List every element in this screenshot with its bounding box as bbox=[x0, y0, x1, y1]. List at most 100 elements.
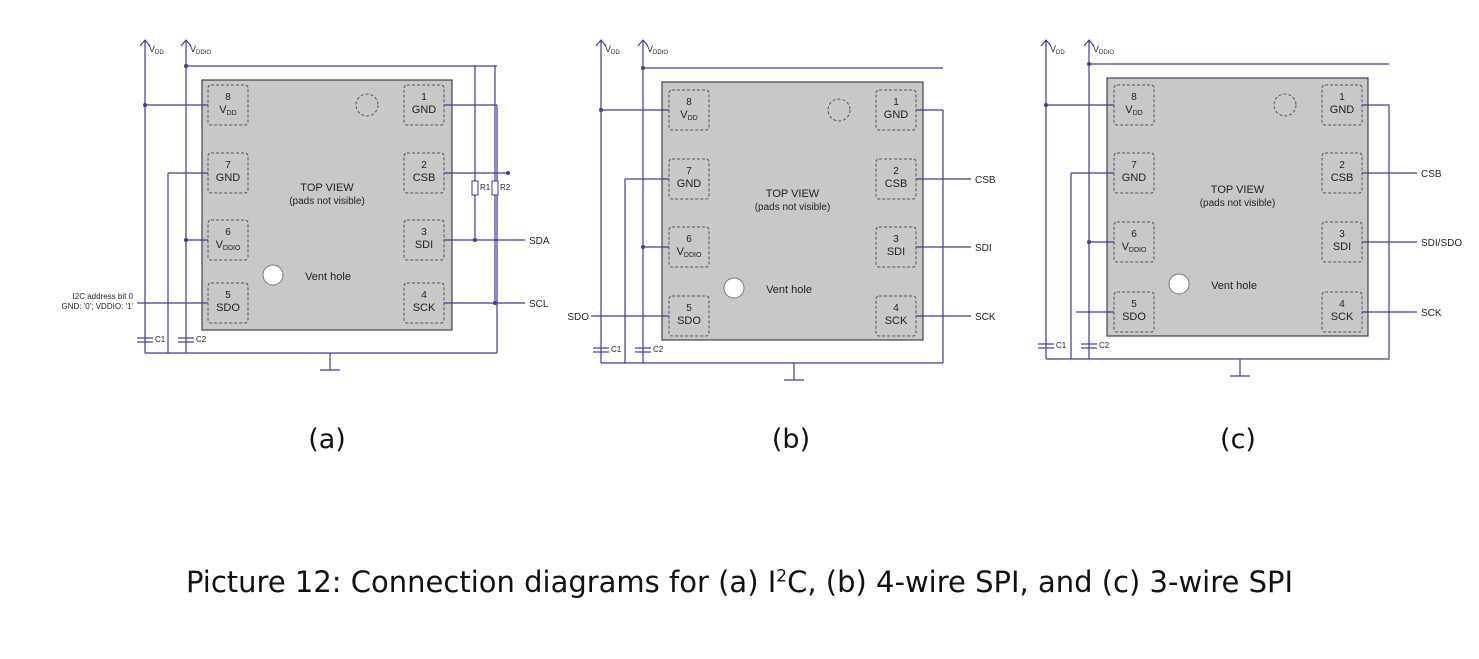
pad-number: 5 bbox=[1131, 299, 1137, 310]
vdd-arrow bbox=[1040, 39, 1052, 47]
vdd-arrow bbox=[595, 39, 607, 47]
pad-name: SCK bbox=[413, 302, 436, 314]
pad-name: GND bbox=[1122, 172, 1147, 184]
pad-name: SDO bbox=[1122, 311, 1146, 323]
pad-number: 5 bbox=[225, 290, 231, 301]
pad-name: SDI bbox=[415, 239, 433, 251]
junction-dot bbox=[473, 238, 477, 242]
resistor-label: R1 bbox=[480, 183, 491, 192]
vdd-rail-label: VDD bbox=[149, 44, 164, 56]
signal-label-csb: CSB bbox=[975, 175, 996, 186]
pad-name: VDD bbox=[1125, 104, 1142, 117]
top-view-label: TOP VIEW bbox=[766, 188, 820, 200]
pad-name: GND bbox=[677, 178, 702, 190]
junction-dot bbox=[1087, 62, 1091, 66]
vent-hole-circle bbox=[262, 264, 284, 286]
panel-label-a: (a) bbox=[308, 424, 346, 455]
pad-name: GND bbox=[216, 172, 241, 184]
pads-not-visible-label: (pads not visible) bbox=[1200, 198, 1276, 209]
pin1-marker bbox=[355, 93, 379, 117]
junction-dot bbox=[493, 301, 497, 305]
signal-label-sdi: SDI bbox=[975, 243, 992, 254]
resistor-body bbox=[471, 180, 479, 196]
pad-number: 3 bbox=[1339, 229, 1345, 240]
vddio-arrow bbox=[637, 39, 649, 47]
pin1-marker bbox=[1273, 93, 1297, 117]
pad-name: SDI bbox=[887, 246, 905, 258]
capacitor-label: C2 bbox=[196, 335, 207, 344]
vdd-rail-label: VDD bbox=[1050, 44, 1065, 56]
caption-suffix: C, (b) 4-wire SPI, and (c) 3-wire SPI bbox=[787, 565, 1294, 599]
pad-number: 1 bbox=[893, 97, 899, 108]
junction-dot bbox=[1044, 103, 1048, 107]
pad-number: 7 bbox=[686, 166, 692, 177]
vent-hole-label: Vent hole bbox=[1211, 280, 1257, 292]
pad-number: 7 bbox=[1131, 160, 1137, 171]
pads-not-visible-label: (pads not visible) bbox=[755, 202, 831, 213]
vddio-rail-label: VDDIO bbox=[1093, 44, 1114, 56]
pad-name: SCK bbox=[1331, 311, 1354, 323]
panel-label-c: (c) bbox=[1220, 424, 1256, 455]
pad-name: CSB bbox=[413, 172, 436, 184]
pad-number: 4 bbox=[1339, 299, 1345, 310]
pad-number: 2 bbox=[893, 166, 899, 177]
figure-caption: Picture 12: Connection diagrams for (a) … bbox=[0, 565, 1479, 599]
capacitor-label: C1 bbox=[611, 345, 622, 354]
pad-name: GND bbox=[884, 109, 909, 121]
pad-number: 3 bbox=[893, 234, 899, 245]
vddio-arrow bbox=[1083, 39, 1095, 47]
pad-number: 8 bbox=[1131, 92, 1137, 103]
pad-name: GND bbox=[1330, 104, 1355, 116]
address-note-line2: GND: '0'; VDDIO: '1' bbox=[62, 302, 134, 311]
junction-dot bbox=[143, 103, 147, 107]
pad-name: SDO bbox=[216, 302, 240, 314]
signal-label-sdo: SDO bbox=[567, 312, 589, 323]
pad-number: 5 bbox=[686, 303, 692, 314]
pad-name: VDDIO bbox=[1122, 241, 1147, 254]
signal-label-sck: SCK bbox=[975, 312, 996, 323]
vddio-rail-label: VDDIO bbox=[190, 44, 211, 56]
pad-name: SDO bbox=[677, 315, 701, 327]
resistor-body bbox=[491, 180, 499, 196]
capacitor-label: C1 bbox=[1056, 341, 1067, 350]
junction-dot bbox=[641, 66, 645, 70]
top-view-label: TOP VIEW bbox=[300, 182, 354, 194]
pad-name: VDD bbox=[680, 109, 697, 122]
chip-body bbox=[661, 81, 924, 341]
pad-name: VDDIO bbox=[216, 239, 241, 252]
vdd-arrow bbox=[139, 39, 151, 47]
pads-not-visible-label: (pads not visible) bbox=[289, 196, 365, 207]
junction-dot bbox=[184, 238, 188, 242]
signal-label-sdi: SDI/SDO bbox=[1421, 238, 1462, 249]
vent-hole-circle bbox=[723, 277, 745, 299]
pad-name: CSB bbox=[885, 178, 908, 190]
resistor-label: R2 bbox=[500, 183, 511, 192]
pad-number: 2 bbox=[421, 160, 427, 171]
junction-dot bbox=[1087, 240, 1091, 244]
junction-dot bbox=[184, 64, 188, 68]
junction-dot bbox=[641, 245, 645, 249]
pad-number: 1 bbox=[1339, 92, 1345, 103]
pad-number: 6 bbox=[225, 227, 231, 238]
vent-hole-circle bbox=[1168, 273, 1190, 295]
pad-number: 4 bbox=[893, 303, 899, 314]
chip-body bbox=[201, 79, 453, 331]
pad-name: VDDIO bbox=[677, 246, 702, 259]
pad-name: CSB bbox=[1331, 172, 1354, 184]
pad-number: 7 bbox=[225, 160, 231, 171]
junction-dot bbox=[599, 108, 603, 112]
pad-number: 6 bbox=[1131, 229, 1137, 240]
pad-number: 4 bbox=[421, 290, 427, 301]
junction-dot bbox=[506, 171, 510, 175]
capacitor-label: C1 bbox=[155, 335, 166, 344]
signal-label-sdi: SDA bbox=[529, 236, 550, 247]
top-view-label: TOP VIEW bbox=[1211, 184, 1265, 196]
pad-number: 8 bbox=[225, 92, 231, 103]
pin1-marker bbox=[827, 98, 851, 122]
signal-label-sck: SCK bbox=[1421, 308, 1442, 319]
vent-hole-label: Vent hole bbox=[766, 284, 812, 296]
signal-label-sck: SCL bbox=[529, 299, 549, 310]
